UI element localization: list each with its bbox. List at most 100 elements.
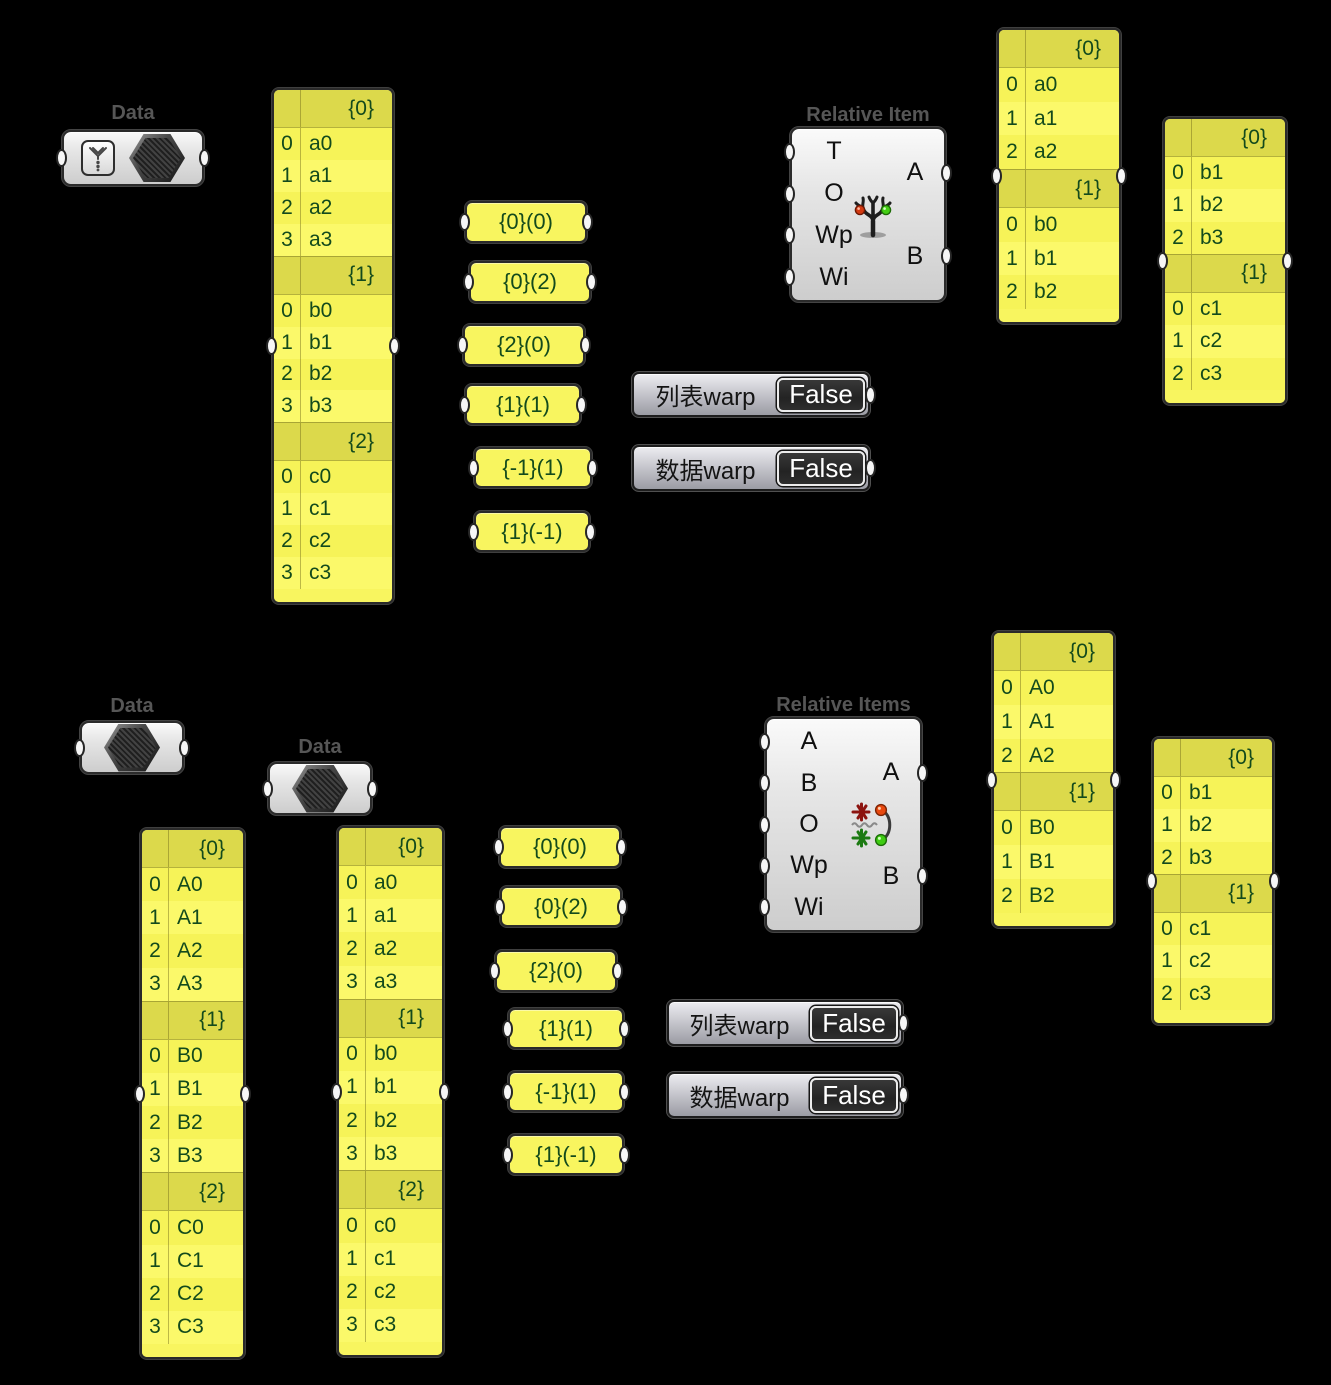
input-grip[interactable] xyxy=(759,732,770,751)
toggle-value-button[interactable]: False xyxy=(810,1077,898,1113)
toggle-value-button[interactable]: False xyxy=(810,1005,898,1041)
input-grip[interactable] xyxy=(134,1084,145,1103)
row-value: C3 xyxy=(177,1315,204,1339)
path-index-panel[interactable]: {2}(0) xyxy=(457,323,591,367)
output-grip[interactable] xyxy=(619,1082,630,1101)
input-grip[interactable] xyxy=(262,779,273,798)
output-grip[interactable] xyxy=(898,1014,909,1032)
output-grip[interactable] xyxy=(389,337,400,355)
input-grip[interactable] xyxy=(1146,872,1157,890)
toggle-value-button[interactable]: False xyxy=(777,450,865,486)
path-index-panel[interactable]: {-1}(1) xyxy=(468,446,598,489)
input-grip[interactable] xyxy=(784,142,795,161)
output-grip[interactable] xyxy=(199,149,210,167)
input-grip[interactable] xyxy=(502,1082,513,1101)
input-grip[interactable] xyxy=(266,337,277,355)
input-grip[interactable] xyxy=(784,268,795,287)
path-index-panel[interactable]: {1}(-1) xyxy=(502,1133,630,1176)
input-grip[interactable] xyxy=(74,738,85,757)
input-grip[interactable] xyxy=(493,838,504,856)
input-grip[interactable] xyxy=(986,770,997,789)
boolean-toggle-list-warp-bottom[interactable]: 列表warp False xyxy=(666,999,909,1047)
output-grip[interactable] xyxy=(1116,167,1127,185)
panel-text: {1}(1) xyxy=(539,1015,593,1041)
output-grip[interactable] xyxy=(917,763,928,782)
input-grip[interactable] xyxy=(489,962,500,980)
output-grip[interactable] xyxy=(576,395,587,414)
output-grip[interactable] xyxy=(616,838,627,856)
path-index-panel[interactable]: {0}(0) xyxy=(493,825,627,869)
output-grip[interactable] xyxy=(439,1082,450,1101)
input-grip[interactable] xyxy=(56,149,67,167)
output-grip[interactable] xyxy=(585,522,596,541)
input-grip[interactable] xyxy=(759,774,770,793)
output-grip[interactable] xyxy=(179,738,190,757)
input-grip[interactable] xyxy=(759,856,770,875)
boolean-toggle-data-warp[interactable]: 数据warp False xyxy=(631,444,876,492)
output-grip[interactable] xyxy=(240,1084,251,1103)
path-index-panel[interactable]: {1}(1) xyxy=(502,1007,630,1050)
output-grip[interactable] xyxy=(582,213,593,231)
input-grip[interactable] xyxy=(759,815,770,834)
input-grip[interactable] xyxy=(457,336,468,354)
input-grip[interactable] xyxy=(468,458,479,477)
output-grip[interactable] xyxy=(941,163,952,182)
output-grip[interactable] xyxy=(367,779,378,798)
data-component-bottom-2[interactable]: Data xyxy=(262,736,378,816)
input-grip[interactable] xyxy=(459,395,470,414)
input-grip[interactable] xyxy=(1157,252,1168,270)
data-component-top[interactable]: Data xyxy=(56,102,210,187)
data-component-bottom-1[interactable]: Data xyxy=(74,695,190,775)
path-index-panel[interactable]: {1}(1) xyxy=(459,383,587,426)
output-grip[interactable] xyxy=(1282,252,1293,270)
output-grip[interactable] xyxy=(898,1086,909,1104)
input-grip[interactable] xyxy=(468,522,479,541)
input-grip[interactable] xyxy=(502,1145,513,1164)
input-grip[interactable] xyxy=(463,273,474,291)
output-grip[interactable] xyxy=(612,962,623,980)
output-grip[interactable] xyxy=(586,273,597,291)
input-grip[interactable] xyxy=(459,213,470,231)
input-grip[interactable] xyxy=(991,167,1002,185)
path-index-panel[interactable]: {2}(0) xyxy=(489,949,623,993)
toggle-value-button[interactable]: False xyxy=(777,377,865,412)
output-grip[interactable] xyxy=(587,458,598,477)
output-grip[interactable] xyxy=(619,1145,630,1164)
input-grip[interactable] xyxy=(331,1082,342,1101)
output-grip[interactable] xyxy=(917,867,928,886)
output-grip[interactable] xyxy=(1269,872,1280,890)
output-grip[interactable] xyxy=(941,247,952,266)
output-grip[interactable] xyxy=(580,336,591,354)
path-index-panel[interactable]: {-1}(1) xyxy=(502,1070,630,1113)
path-index-panel[interactable]: {0}(0) xyxy=(459,200,593,244)
path-index-panel[interactable]: {1}(-1) xyxy=(468,510,596,553)
row-index: 1 xyxy=(274,493,301,526)
input-grip[interactable] xyxy=(502,1019,513,1038)
path-index-panel[interactable]: {0}(2) xyxy=(463,260,597,304)
input-grip[interactable] xyxy=(784,226,795,245)
output-grip[interactable] xyxy=(1110,770,1121,789)
output-grip[interactable] xyxy=(617,897,628,916)
boolean-toggle-list-warp[interactable]: 列表warp False xyxy=(631,371,876,418)
output-grip[interactable] xyxy=(619,1019,630,1038)
row-value: c0 xyxy=(309,465,332,489)
row-index: 2 xyxy=(142,934,169,968)
input-grip[interactable] xyxy=(784,184,795,203)
path-index-panel[interactable]: {0}(2) xyxy=(494,885,628,928)
input-grip[interactable] xyxy=(759,898,770,917)
boolean-toggle-data-warp-bottom[interactable]: 数据warp False xyxy=(666,1071,909,1119)
output-grip[interactable] xyxy=(865,385,876,404)
output-grip[interactable] xyxy=(865,459,876,477)
input-grip[interactable] xyxy=(494,897,505,916)
